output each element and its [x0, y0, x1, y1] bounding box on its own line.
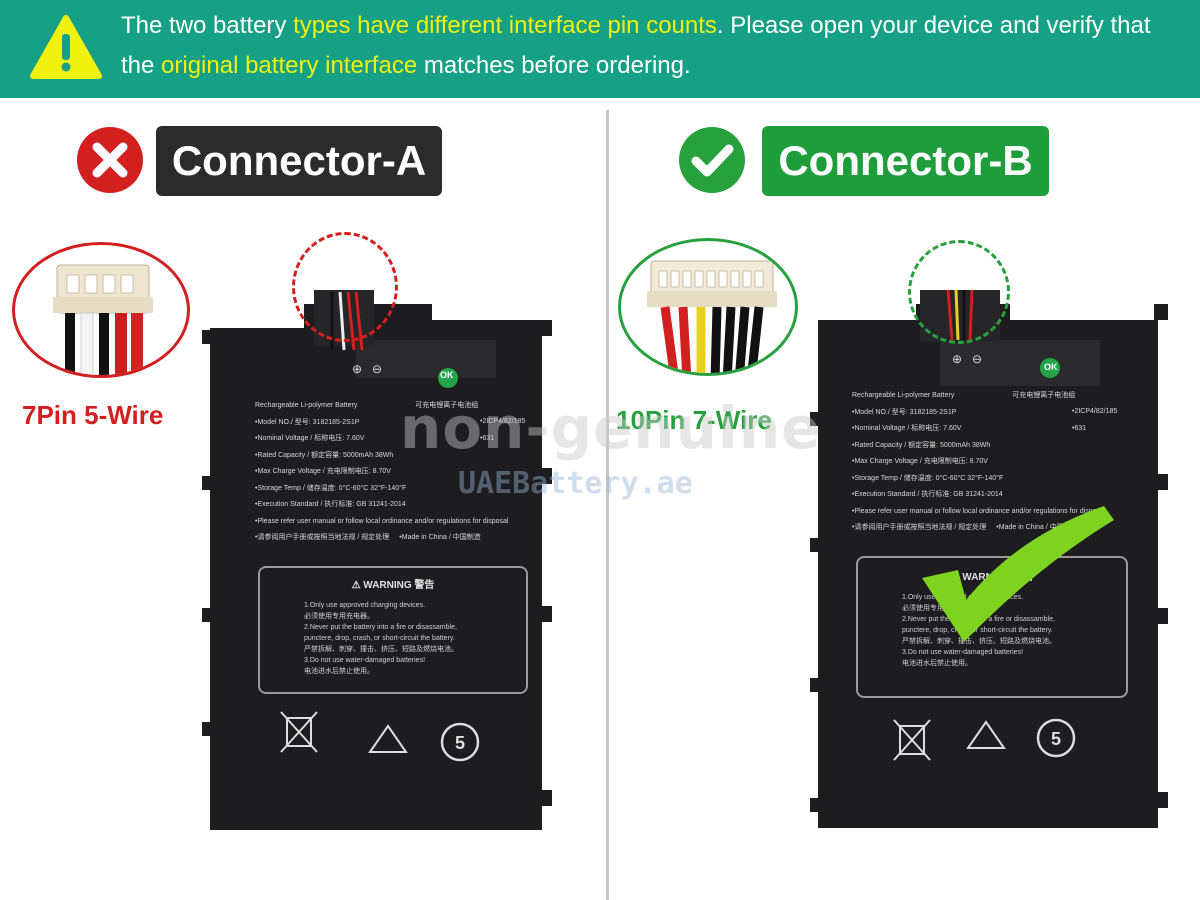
svg-text:5: 5 [455, 733, 465, 753]
connector-b-pin-label: 10Pin 7-Wire [616, 405, 772, 435]
warning-title: ⚠ WARNING 警告 [351, 580, 435, 591]
approved-check-icon [922, 506, 1114, 642]
minus-terminal-icon: ⊖ [972, 352, 983, 366]
plus-terminal-icon: ⊕ [352, 362, 363, 376]
svg-text:5: 5 [1051, 729, 1061, 749]
notice-text: The two battery types have different int… [121, 12, 1151, 79]
connector-b-plug-image [647, 260, 777, 373]
battery-a-label: Rechargeable Li-polymer Battery 可充电锂离子电池… [255, 402, 509, 541]
warning-icon [30, 15, 102, 79]
battery-b-label: Rechargeable Li-polymer Battery 可充电锂离子电池… [852, 392, 1106, 531]
check-icon [679, 127, 745, 193]
connector-a-closeup [12, 242, 190, 378]
recycle-badge-icon: OK [1044, 362, 1058, 372]
battery-a-code: •2ICP4/82/185•631 [480, 418, 526, 442]
watermark-non-genuine: non-genuine [400, 394, 822, 462]
minus-terminal-icon: ⊖ [372, 362, 383, 376]
connector-a-title: Connector-A [156, 126, 442, 196]
battery-a-warning-box: ⚠ WARNING 警告 1.Only use approved chargin… [258, 566, 528, 694]
connector-b-title: Connector-B [762, 126, 1049, 196]
connector-b-closeup [618, 238, 798, 376]
connector-b-zoom-ring [908, 240, 1010, 344]
column-divider [606, 110, 609, 900]
connector-a-pin-label: 7Pin 5-Wire [22, 400, 164, 430]
notice-highlight: types have different interface pin count… [293, 12, 717, 39]
notice-highlight: original battery interface [161, 52, 418, 79]
warning-lines: 1.Only use approved charging devices.必须使… [304, 602, 458, 675]
battery-b-code: •2ICP4/82/185•631 [1072, 408, 1118, 432]
plus-terminal-icon: ⊕ [952, 352, 963, 366]
notice-banner: The two battery types have different int… [0, 0, 1200, 98]
connector-a-plug-image [53, 264, 153, 375]
recycle-badge-icon: OK [440, 370, 454, 380]
watermark-site: UAEBattery.ae [458, 466, 693, 501]
connector-a-zoom-ring [292, 232, 398, 342]
cross-icon [77, 127, 143, 193]
